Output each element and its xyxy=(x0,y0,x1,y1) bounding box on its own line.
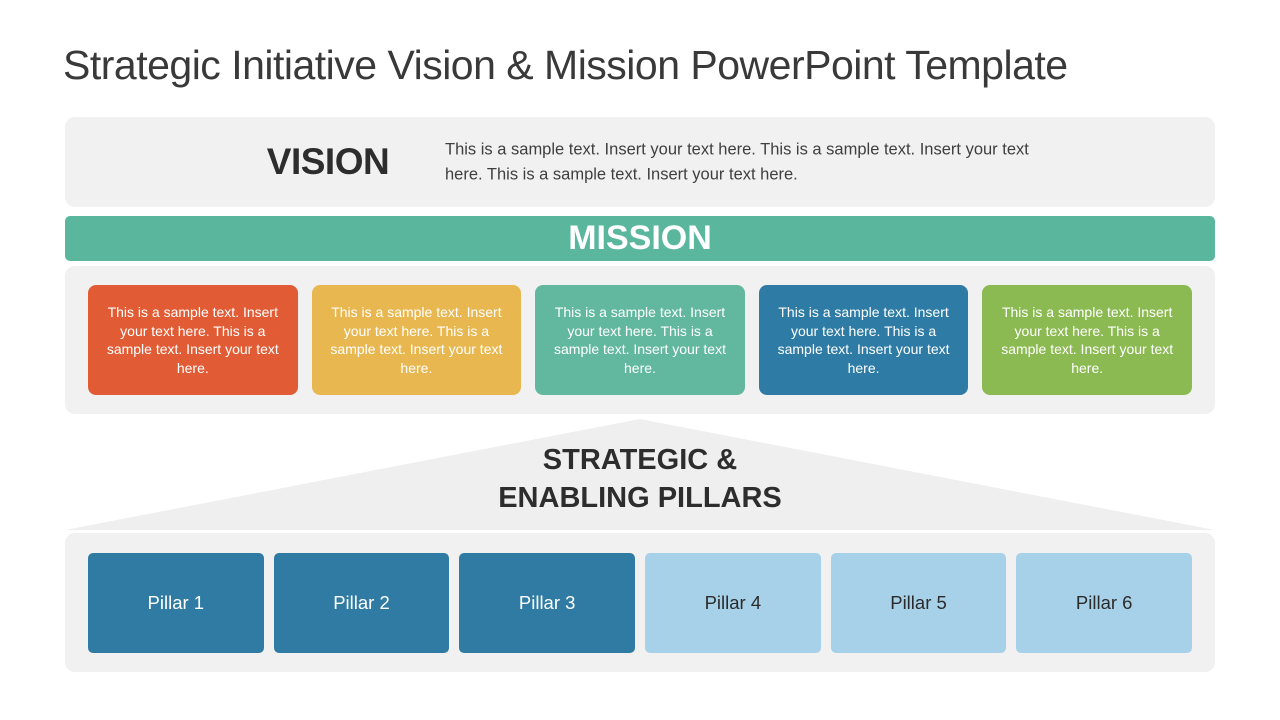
vision-panel[interactable]: VISION This is a sample text. Insert you… xyxy=(65,117,1215,207)
mission-banner[interactable]: MISSION xyxy=(65,216,1215,261)
pillar-4-box[interactable]: Pillar 4 xyxy=(645,552,821,653)
pillar-2-box[interactable]: Pillar 2 xyxy=(273,552,450,653)
pillar-3-box[interactable]: Pillar 3 xyxy=(459,552,636,653)
mission-box-3[interactable]: This is a sample text. Insert your text … xyxy=(535,285,745,395)
pillar-6-box[interactable]: Pillar 6 xyxy=(1016,552,1193,653)
pillars-panel: Pillar 1 Pillar 2 Pillar 3 Pillar 4 Pill… xyxy=(65,533,1215,672)
vision-heading: VISION xyxy=(266,141,390,182)
mission-box-2[interactable]: This is a sample text. Insert your text … xyxy=(311,285,522,395)
pillars-heading: STRATEGIC & ENABLING PILLARS xyxy=(0,441,1280,517)
mission-boxes-panel: This is a sample text. Insert your text … xyxy=(65,266,1215,414)
slide-title: Strategic Initiative Vision & Mission Po… xyxy=(63,42,1068,88)
pillars-heading-line2: ENABLING PILLARS xyxy=(498,482,782,514)
mission-box-4[interactable]: This is a sample text. Insert your text … xyxy=(758,285,969,395)
mission-box-1[interactable]: This is a sample text. Insert your text … xyxy=(88,285,298,395)
pillar-5-box[interactable]: Pillar 5 xyxy=(830,552,1007,653)
mission-heading: MISSION xyxy=(568,219,712,257)
pillars-heading-line1: STRATEGIC & xyxy=(542,444,738,476)
vision-placeholder-text[interactable]: This is a sample text. Insert your text … xyxy=(445,140,1029,184)
pillar-1-box[interactable]: Pillar 1 xyxy=(88,552,264,653)
mission-box-5[interactable]: This is a sample text. Insert your text … xyxy=(982,285,1192,395)
